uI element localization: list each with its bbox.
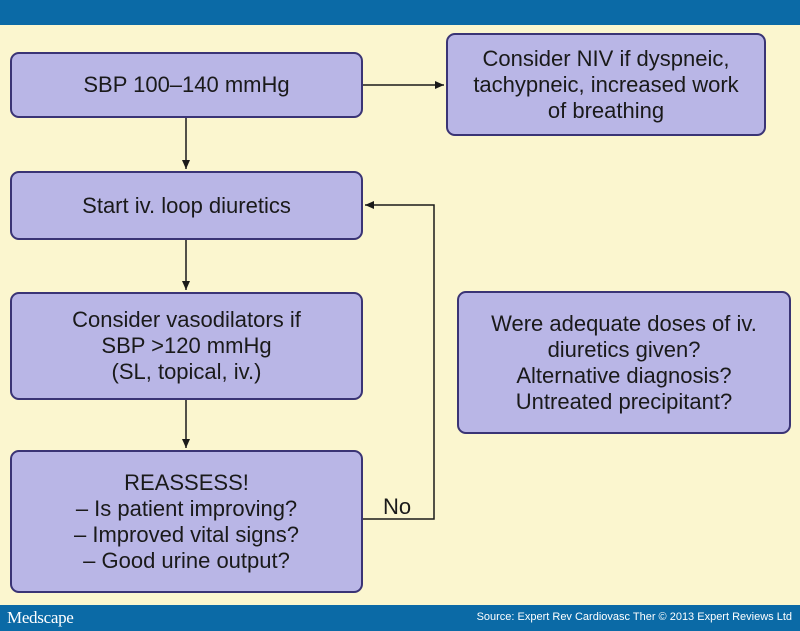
node-sbp-line: SBP 100–140 mmHg xyxy=(83,72,290,97)
node-diuretics-line: Start iv. loop diuretics xyxy=(82,192,291,218)
node-adequacy-line: diuretics given? xyxy=(547,336,701,362)
node-adequacy-line: Alternative diagnosis? xyxy=(516,362,732,388)
node-reassess-heading: REASSESS! xyxy=(124,469,249,495)
medscape-logo: Medscape xyxy=(7,608,74,627)
node-reassess: REASSESS! – Is patient improving? – Impr… xyxy=(10,450,363,593)
edge-label-no: No xyxy=(383,494,412,519)
node-vasodilators-line: (SL, topical, iv.) xyxy=(111,359,262,384)
node-diuretics: Start iv. loop diuretics xyxy=(10,171,363,240)
node-vasodilators-line: Consider vasodilators if xyxy=(72,307,301,332)
node-niv-line: Consider NIV if dyspneic, xyxy=(482,45,730,71)
node-sbp: SBP 100–140 mmHg xyxy=(10,52,363,118)
node-adequacy: Were adequate doses of iv. diuretics giv… xyxy=(457,291,791,434)
node-niv-line: tachypneic, increased work xyxy=(473,71,739,97)
node-reassess-line: – Is patient improving? xyxy=(75,495,298,521)
node-reassess-line: – Improved vital signs? xyxy=(74,521,299,547)
footer-bar xyxy=(0,605,800,631)
node-vasodilators: Consider vasodilators if SBP >120 mmHg (… xyxy=(10,292,363,400)
node-reassess-line: – Good urine output? xyxy=(83,547,290,573)
source-credit: Source: Expert Rev Cardiovasc Ther © 201… xyxy=(476,611,792,623)
node-niv-line: of breathing xyxy=(547,97,665,123)
node-adequacy-line: Were adequate doses of iv. xyxy=(491,310,757,336)
node-vasodilators-line: SBP >120 mmHg xyxy=(101,333,272,358)
node-adequacy-line: Untreated precipitant? xyxy=(515,388,733,414)
node-niv: Consider NIV if dyspneic, tachypneic, in… xyxy=(446,33,766,136)
top-bar xyxy=(0,0,800,25)
